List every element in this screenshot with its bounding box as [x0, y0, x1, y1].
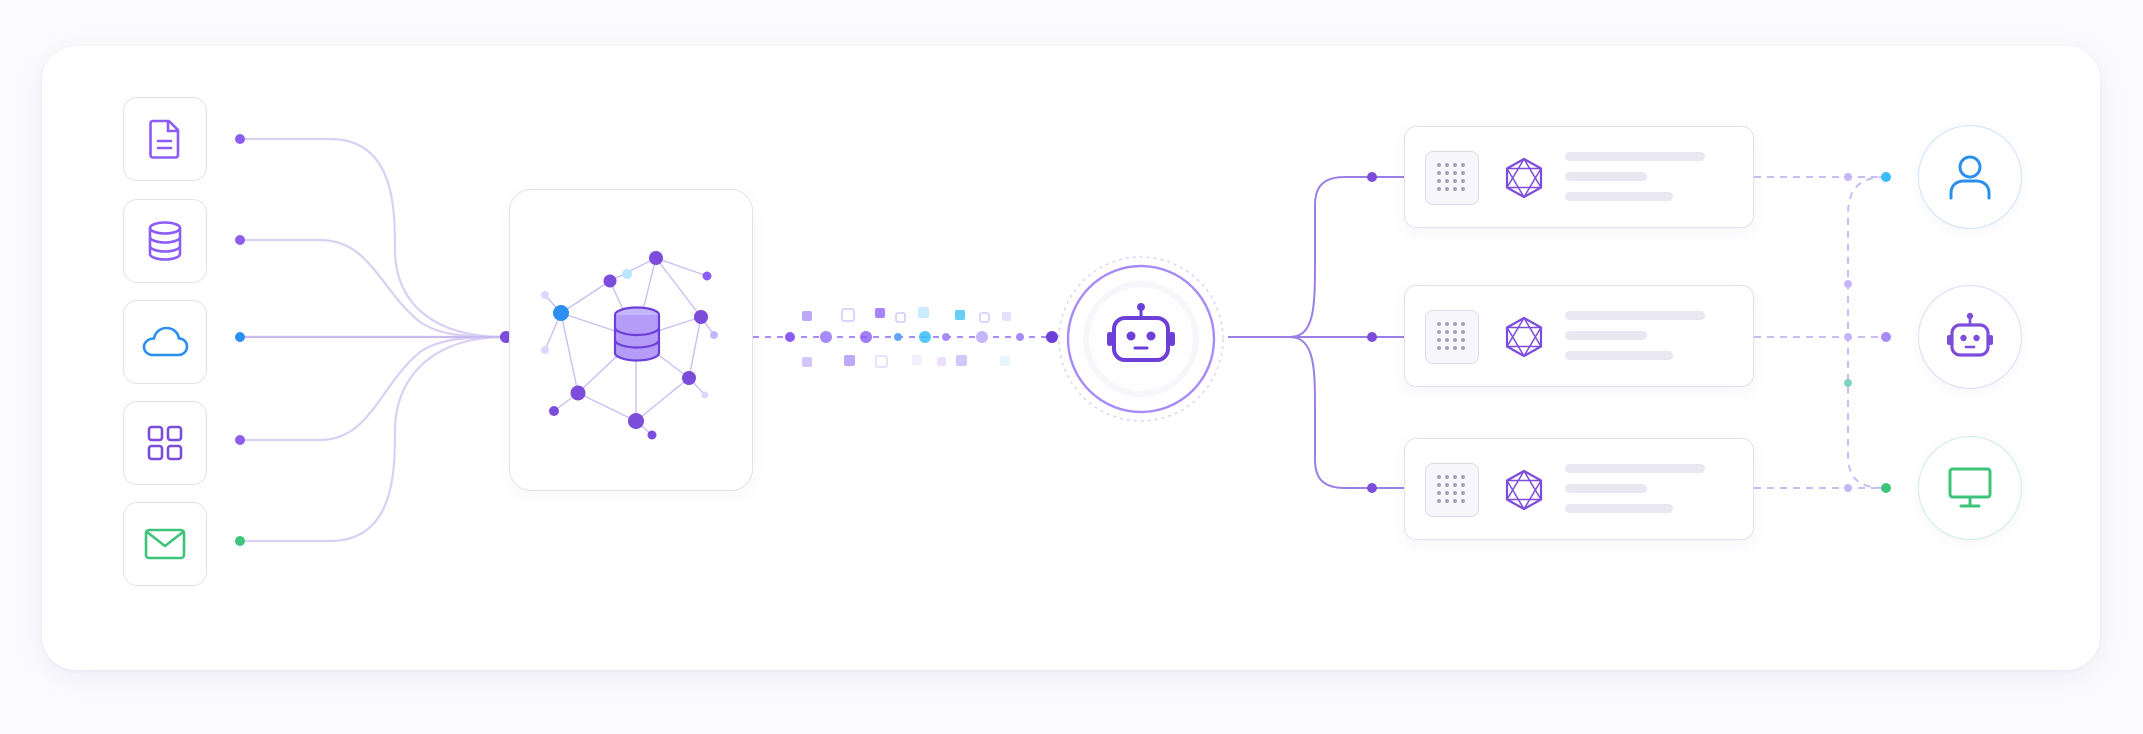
apps-grid-icon — [147, 425, 183, 461]
dot-grid-icon — [1425, 310, 1479, 364]
source-link-document — [240, 137, 506, 339]
hexagon-icon — [1505, 157, 1543, 199]
source-cloud — [123, 300, 207, 384]
source-link-apps — [240, 335, 506, 442]
source-link-database — [240, 238, 506, 339]
agent-core — [1056, 254, 1226, 424]
monitor-icon — [1948, 467, 1992, 508]
source-apps — [123, 401, 207, 485]
hexagon-icon — [1505, 469, 1543, 511]
output-user — [1918, 125, 2022, 229]
hexagon-icon — [1505, 316, 1543, 358]
document-icon — [149, 119, 180, 159]
output-monitor — [1918, 436, 2022, 540]
database-icon — [148, 221, 182, 261]
source-database — [123, 199, 207, 283]
data-hub — [509, 189, 753, 491]
model-card — [1404, 126, 1754, 228]
dot-grid-icon — [1425, 463, 1479, 517]
output-crosslink — [1847, 176, 1887, 489]
data-stream — [753, 307, 1058, 368]
model-card — [1404, 285, 1754, 387]
database-network-icon — [540, 250, 718, 439]
user-icon — [1949, 155, 1991, 200]
agent-link-model-3 — [1228, 336, 1404, 489]
source-link-email — [240, 335, 506, 543]
cloud-icon — [142, 326, 189, 357]
robot-icon — [1947, 312, 1993, 357]
mail-icon — [144, 528, 186, 560]
robot-icon — [1107, 303, 1175, 362]
source-email — [123, 502, 207, 586]
agent-link-model-1 — [1228, 176, 1404, 338]
model-card — [1404, 438, 1754, 540]
output-bot — [1918, 285, 2022, 389]
dot-grid-icon — [1425, 151, 1479, 205]
source-document — [123, 97, 207, 181]
